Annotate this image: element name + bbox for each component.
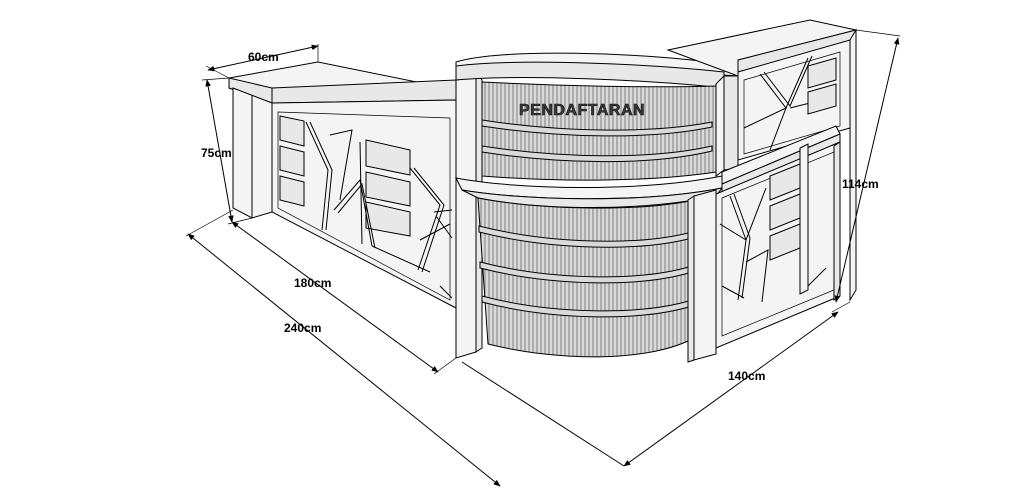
dim-140-extension: [461, 361, 625, 467]
right-drawers: [769, 163, 801, 261]
dim-140-line: [623, 311, 839, 467]
right-return-section: [666, 19, 857, 349]
center-left-pillar: [455, 65, 477, 359]
dim-75-line: [205, 79, 234, 223]
sign-text: PENDAFTARAN: [519, 102, 645, 119]
dim-140-label: 140cm: [728, 369, 765, 383]
dim-180-label: 180cm: [294, 276, 331, 290]
dim-114-label: 114cm: [842, 177, 879, 191]
center-curved-section: PENDAFTARAN: [455, 52, 740, 363]
dim-75-label: 75cm: [201, 146, 232, 160]
dimension-lines: 60cm 75cm 180cm 240cm 140cm 114cm: [185, 29, 901, 487]
dim-240-label: 240cm: [284, 321, 321, 335]
dim-240-line: [187, 233, 501, 487]
center-right-pillar: [693, 189, 717, 361]
dim-114-line: [834, 37, 900, 303]
left-drawers: [279, 115, 411, 237]
dim-60-label: 60cm: [248, 50, 279, 64]
left-counter: [228, 61, 457, 309]
dim-60-line: [207, 44, 319, 72]
